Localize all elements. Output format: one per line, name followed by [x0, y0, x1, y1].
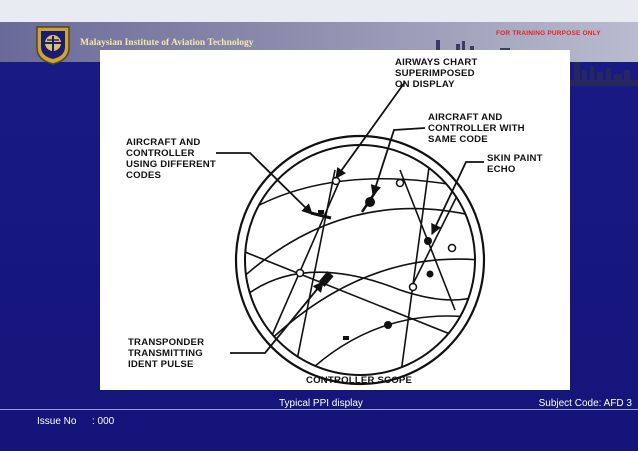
institute-logo-icon	[36, 26, 70, 65]
issue-value: : 000	[92, 416, 115, 427]
figure-panel: AIRWAYS CHART SUPERIMPOSED ON DISPLAY AI…	[100, 50, 570, 390]
leader-different-codes	[216, 152, 313, 215]
waypoint-markers	[295, 176, 457, 292]
issue-label: Issue No	[37, 416, 77, 427]
scope-outer-ring	[234, 134, 486, 386]
label-controller-scope: CONTROLLER SCOPE	[306, 375, 412, 386]
leader-airways	[335, 81, 406, 179]
label-airways-chart: AIRWAYS CHART SUPERIMPOSED ON DISPLAY	[395, 57, 480, 90]
ppi-display-diagram: AIRWAYS CHART SUPERIMPOSED ON DISPLAY AI…	[126, 57, 546, 386]
institution-name: Malaysian Institute of Aviation Technolo…	[80, 38, 254, 48]
label-different-codes: AIRCRAFT AND CONTROLLER USING DIFFERENT …	[126, 137, 219, 181]
label-transponder: TRANSPONDER TRANSMITTING IDENT PULSE	[128, 337, 207, 370]
leader-transponder	[230, 281, 324, 354]
label-same-code: AIRCRAFT AND CONTROLLER WITH SAME CODE	[428, 112, 528, 145]
leader-skin-paint	[431, 161, 484, 235]
figure-caption: Typical PPI display	[279, 398, 363, 409]
training-notice: FOR TRAINING PURPOSE ONLY	[496, 30, 601, 37]
subject-code: Subject Code: AFD 3	[538, 398, 632, 409]
leader-same-code	[370, 127, 426, 197]
footer-divider	[0, 409, 638, 410]
label-skin-paint: SKIN PAINT ECHO	[487, 153, 546, 175]
